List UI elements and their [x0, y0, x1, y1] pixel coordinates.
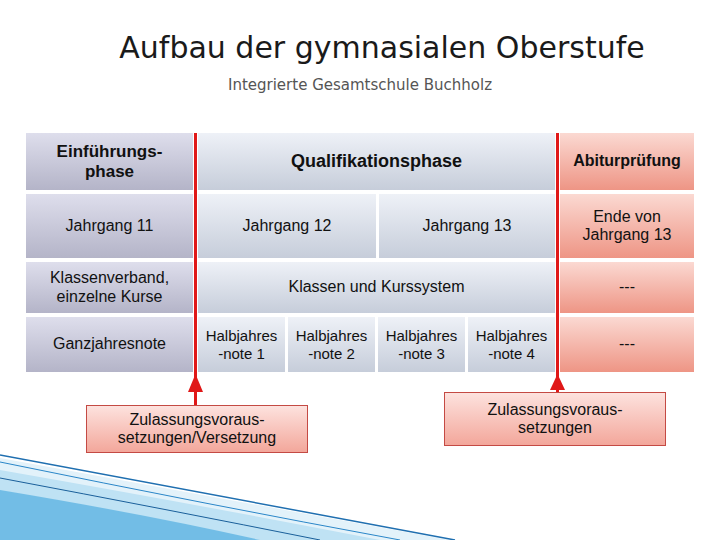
table-cell: Jahrgang 13: [379, 194, 555, 258]
swoosh-band: [0, 490, 260, 540]
cell-text: ---: [619, 335, 635, 353]
cell-text: Klassen und Kurssystem: [288, 278, 464, 296]
cell-text: Zulassungsvoraus- setzungen/Versetzung: [91, 411, 303, 448]
cell-text: Einführungs- phase: [30, 142, 189, 181]
table-cell: Halbjahres -note 3: [378, 317, 465, 372]
cell-text: Halbjahres -note 3: [382, 327, 461, 362]
swoosh-band: [0, 470, 380, 540]
callout-box: Zulassungsvoraus- setzungen: [444, 392, 666, 446]
table-cell: Halbjahres -note 2: [288, 317, 375, 372]
phase-header: Qualifikationsphase: [198, 133, 555, 190]
subtitle: Integrierte Gesamtschule Buchholz: [0, 76, 720, 94]
table-cell: Jahrgang 12: [198, 194, 376, 258]
arrow-head: [550, 374, 565, 390]
cell-text: Halbjahres -note 1: [202, 327, 281, 362]
phase-header: Einführungs- phase: [26, 133, 193, 190]
arrow-head: [188, 374, 203, 392]
cell-text: Zulassungsvoraus- setzungen: [449, 401, 661, 438]
callout-box: Zulassungsvoraus- setzungen/Versetzung: [86, 405, 308, 453]
table-cell: Klassenverband, einzelne Kurse: [26, 262, 193, 313]
table-cell: Jahrgang 11: [26, 194, 193, 258]
phase-header: Abiturprüfung: [560, 133, 694, 190]
table-cell: ---: [560, 317, 694, 372]
cell-text: Ende von Jahrgang 13: [564, 208, 690, 245]
table-cell: Halbjahres -note 1: [198, 317, 285, 372]
cell-text: Jahrgang 11: [66, 217, 154, 235]
table-cell: Klassen und Kurssystem: [198, 262, 555, 313]
page-title: Aufbau der gymnasialen Oberstufe: [22, 30, 720, 65]
cell-text: Halbjahres -note 2: [292, 327, 371, 362]
cell-text: Halbjahres -note 4: [472, 327, 551, 362]
cell-text: Abiturprüfung: [573, 152, 681, 170]
boundary-line: [194, 133, 197, 405]
swoosh-line: [0, 478, 320, 540]
cell-text: Ganzjahresnote: [53, 335, 166, 353]
table-cell: ---: [560, 262, 694, 313]
swoosh-line: [0, 462, 400, 540]
cell-text: Klassenverband, einzelne Kurse: [30, 269, 189, 306]
table-cell: Halbjahres -note 4: [468, 317, 555, 372]
boundary-line: [556, 133, 559, 392]
cell-text: Jahrgang 12: [243, 217, 332, 235]
swoosh-band: [0, 458, 450, 540]
cell-text: ---: [619, 278, 635, 296]
table-cell: Ende von Jahrgang 13: [560, 194, 694, 258]
swoosh-line: [0, 455, 455, 540]
table-cell: Ganzjahresnote: [26, 317, 193, 372]
cell-text: Jahrgang 13: [423, 217, 512, 235]
cell-text: Qualifikationsphase: [291, 151, 462, 172]
